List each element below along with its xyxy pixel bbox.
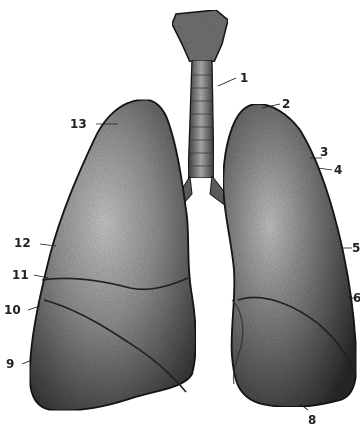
label-10: 10 <box>4 303 21 317</box>
label-11: 11 <box>12 268 29 282</box>
label-1: 1 <box>240 71 248 85</box>
larynx <box>172 10 228 62</box>
label-2: 2 <box>282 97 290 111</box>
right-lung <box>30 100 196 411</box>
label-6: 6 <box>353 291 360 305</box>
label-4: 4 <box>334 163 342 177</box>
label-13: 13 <box>70 117 87 131</box>
left-lung <box>223 104 356 407</box>
label-9: 9 <box>6 357 14 371</box>
trachea <box>188 60 214 178</box>
label-12: 12 <box>14 236 31 250</box>
label-8: 8 <box>308 413 316 427</box>
label-5: 5 <box>352 241 360 255</box>
label-3: 3 <box>320 145 328 159</box>
